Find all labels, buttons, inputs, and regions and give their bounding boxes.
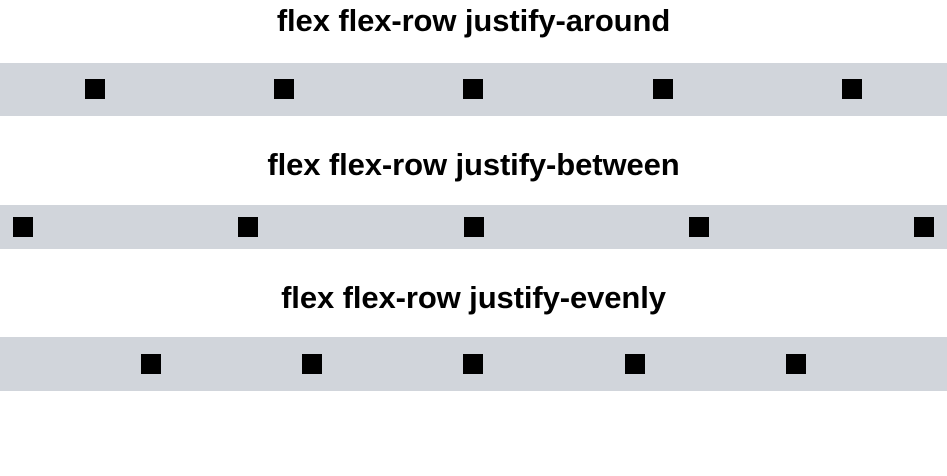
flex-container-justify-evenly	[0, 336, 947, 391]
flex-item	[688, 217, 709, 238]
section-title-justify-evenly: flex flex-row justify-evenly	[281, 280, 666, 316]
section-title-justify-between: flex flex-row justify-between	[267, 146, 680, 182]
demo-section-justify-between: flex flex-row justify-between	[0, 116, 947, 250]
flex-item	[13, 217, 33, 238]
demo-section-justify-evenly: flex flex-row justify-evenly	[0, 249, 947, 391]
flex-item	[463, 217, 484, 238]
flex-item	[842, 79, 863, 100]
flex-item	[652, 79, 673, 100]
flex-container-justify-around	[0, 62, 947, 116]
flex-item	[141, 353, 162, 374]
flex-item	[785, 353, 806, 374]
flex-item	[238, 217, 259, 238]
flex-item	[302, 353, 323, 374]
flex-container-justify-between	[0, 205, 947, 250]
flex-item	[274, 79, 295, 100]
flex-item	[914, 217, 934, 238]
flex-item	[463, 353, 484, 374]
demo-section-justify-around: flex flex-row justify-around	[0, 0, 947, 116]
flex-item	[624, 353, 645, 374]
flex-item	[84, 79, 105, 100]
section-title-justify-around: flex flex-row justify-around	[276, 3, 671, 38]
flex-item	[463, 79, 484, 100]
